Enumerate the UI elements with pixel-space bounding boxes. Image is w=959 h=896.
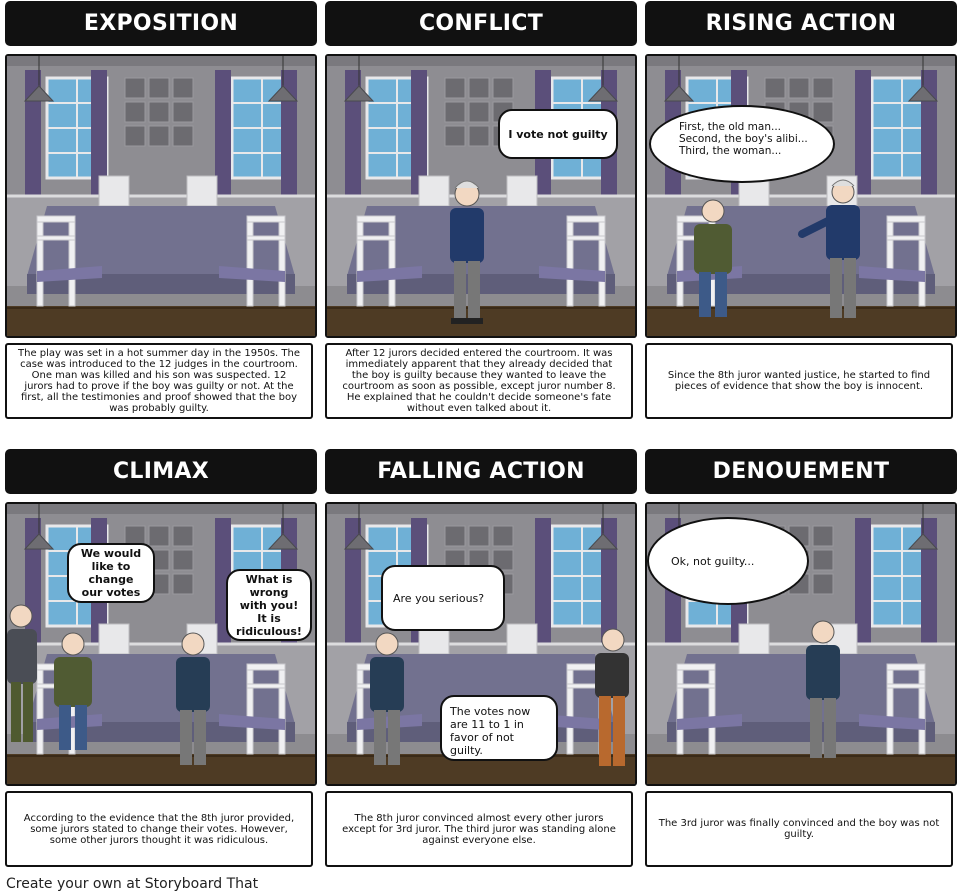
courtroom-background xyxy=(7,56,315,336)
speech-bubble: What is wrong with you! It is ridiculous… xyxy=(226,569,312,641)
panel-title: EXPOSITION xyxy=(5,1,317,46)
panel-title: CLIMAX xyxy=(5,449,317,494)
speech-bubble: Ok, not guilty... xyxy=(647,517,809,605)
speech-bubble: We would like to change our votes xyxy=(67,543,155,603)
scene-illustration xyxy=(5,502,317,786)
juror-8-figure xyxy=(450,180,484,324)
storyboard-credit-footer[interactable]: Create your own at Storyboard That xyxy=(6,876,259,892)
speech-bubble: I vote not guilty xyxy=(498,109,618,159)
jurors-figures xyxy=(694,179,860,318)
panel-title: DENOUEMENT xyxy=(645,449,957,494)
speech-bubble: Are you serious? xyxy=(381,565,505,631)
scene-illustration xyxy=(5,54,317,338)
panel-caption: According to the evidence that the 8th j… xyxy=(5,791,313,867)
panel-caption: The 3rd juror was finally convinced and … xyxy=(645,791,953,867)
panel-caption: After 12 jurors decided entered the cour… xyxy=(325,343,633,419)
panel-title: CONFLICT xyxy=(325,1,637,46)
panel-title: RISING ACTION xyxy=(645,1,957,46)
scene-illustration xyxy=(325,54,637,338)
speech-bubble: First, the old man... Second, the boy's … xyxy=(649,105,835,183)
panel-title: FALLING ACTION xyxy=(325,449,637,494)
jurors-figures xyxy=(7,604,210,765)
juror-3-figure xyxy=(806,620,840,758)
panel-caption: The 8th juror convinced almost every oth… xyxy=(325,791,633,867)
speech-bubble: The votes now are 11 to 1 in favor of no… xyxy=(440,695,558,761)
panel-caption: Since the 8th juror wanted justice, he s… xyxy=(645,343,953,419)
scene-illustration xyxy=(645,54,957,338)
panel-caption: The play was set in a hot summer day in … xyxy=(5,343,313,419)
jurors-figures xyxy=(370,628,629,766)
